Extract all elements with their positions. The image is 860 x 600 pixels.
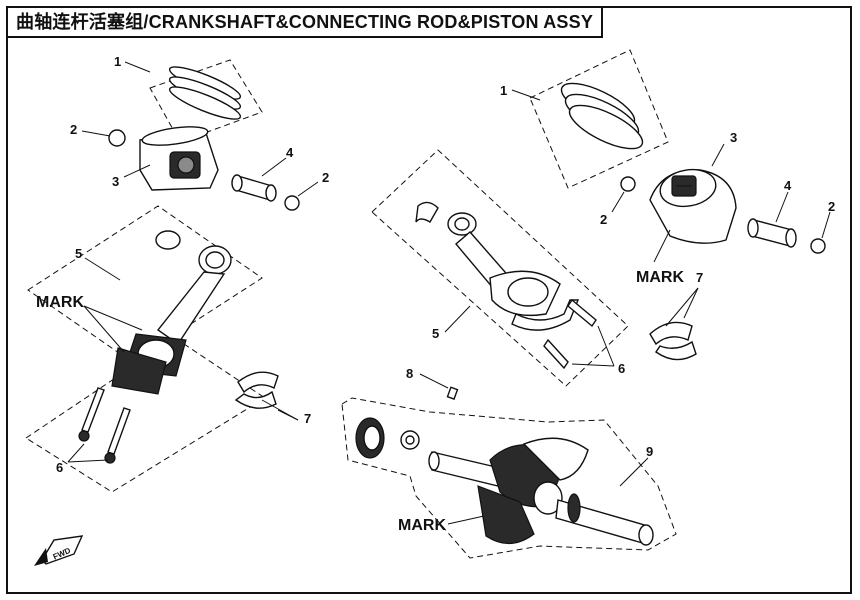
- callout-left-3: 3: [112, 174, 119, 189]
- right-circlip-a: [620, 176, 636, 192]
- left-piston-ring-set: [149, 59, 263, 143]
- mark-left-rod: MARK: [36, 294, 84, 311]
- callout-left-4: 4: [286, 145, 294, 160]
- callout-left-2b: 2: [322, 170, 329, 185]
- callout-right-3: 3: [730, 130, 737, 145]
- callout-right-1: 1: [500, 83, 507, 98]
- left-rod-bolts: [78, 387, 131, 464]
- callout-left-7: 7: [304, 411, 311, 426]
- callout-right-2b: 2: [828, 199, 835, 214]
- callout-right-2a: 2: [600, 212, 607, 227]
- drawing-frame: [6, 6, 852, 594]
- right-connecting-rod-group: [371, 149, 629, 387]
- callout-left-6: 6: [56, 460, 63, 475]
- page-title: 曲轴连杆活塞组/CRANKSHAFT&CONNECTING ROD&PISTON…: [8, 8, 604, 38]
- callout-right-6: 6: [618, 361, 625, 376]
- crank-key: [446, 386, 459, 400]
- crankshaft-group: [341, 397, 677, 559]
- callout-right-5: 5: [432, 326, 439, 341]
- left-piston-pin: [231, 174, 277, 202]
- left-connecting-rod: [111, 230, 232, 395]
- right-piston-pin: [747, 218, 797, 248]
- mark-crank: MARK: [398, 517, 446, 534]
- callout-left-5: 5: [75, 246, 82, 261]
- right-connecting-rod: [415, 201, 597, 370]
- left-circlip-a: [108, 129, 126, 147]
- crankshaft: [428, 437, 654, 546]
- left-circlip-b: [284, 195, 300, 211]
- left-piston: [139, 126, 219, 191]
- right-piston-ring-set: [529, 49, 669, 189]
- callout-right-4: 4: [784, 178, 792, 193]
- left-bearing-shells: [234, 371, 279, 409]
- bushing: [400, 430, 420, 450]
- fwd-arrow-icon: FWD: [34, 535, 84, 566]
- callout-crank-8: 8: [406, 366, 413, 381]
- callout-right-7: 7: [696, 270, 703, 285]
- left-connecting-rod-group: [25, 205, 266, 493]
- callout-left-2a: 2: [70, 122, 77, 137]
- right-piston: [649, 168, 737, 244]
- right-circlip-b: [810, 238, 826, 254]
- mark-right-piston: MARK: [636, 269, 684, 286]
- timing-gear: [355, 417, 385, 459]
- callout-crank-9: 9: [646, 444, 653, 459]
- callout-left-1: 1: [114, 54, 121, 69]
- right-bearing-shells: [649, 321, 697, 361]
